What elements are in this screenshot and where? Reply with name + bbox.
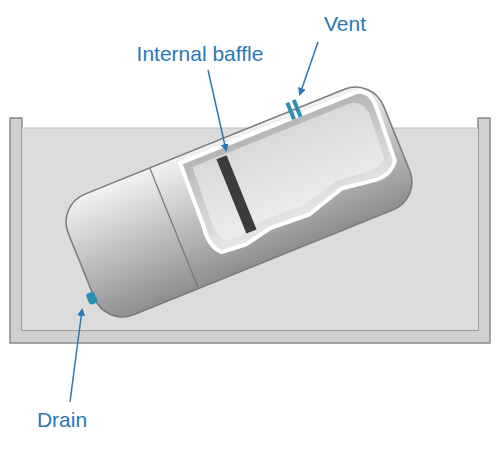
tank-shell — [57, 78, 421, 326]
tank — [47, 70, 421, 329]
leader-line — [208, 70, 226, 150]
part-label: Vent — [322, 12, 368, 35]
part-label: Drain — [35, 408, 89, 431]
part-label: Internal baffle — [135, 42, 266, 65]
inner-wall — [190, 98, 394, 244]
cutaway-interior — [178, 87, 406, 257]
internal-baffle — [216, 155, 256, 233]
leader-line — [300, 42, 318, 94]
leader-line — [70, 310, 82, 402]
drain-fitting — [85, 291, 98, 305]
vent-fitting — [292, 99, 302, 117]
